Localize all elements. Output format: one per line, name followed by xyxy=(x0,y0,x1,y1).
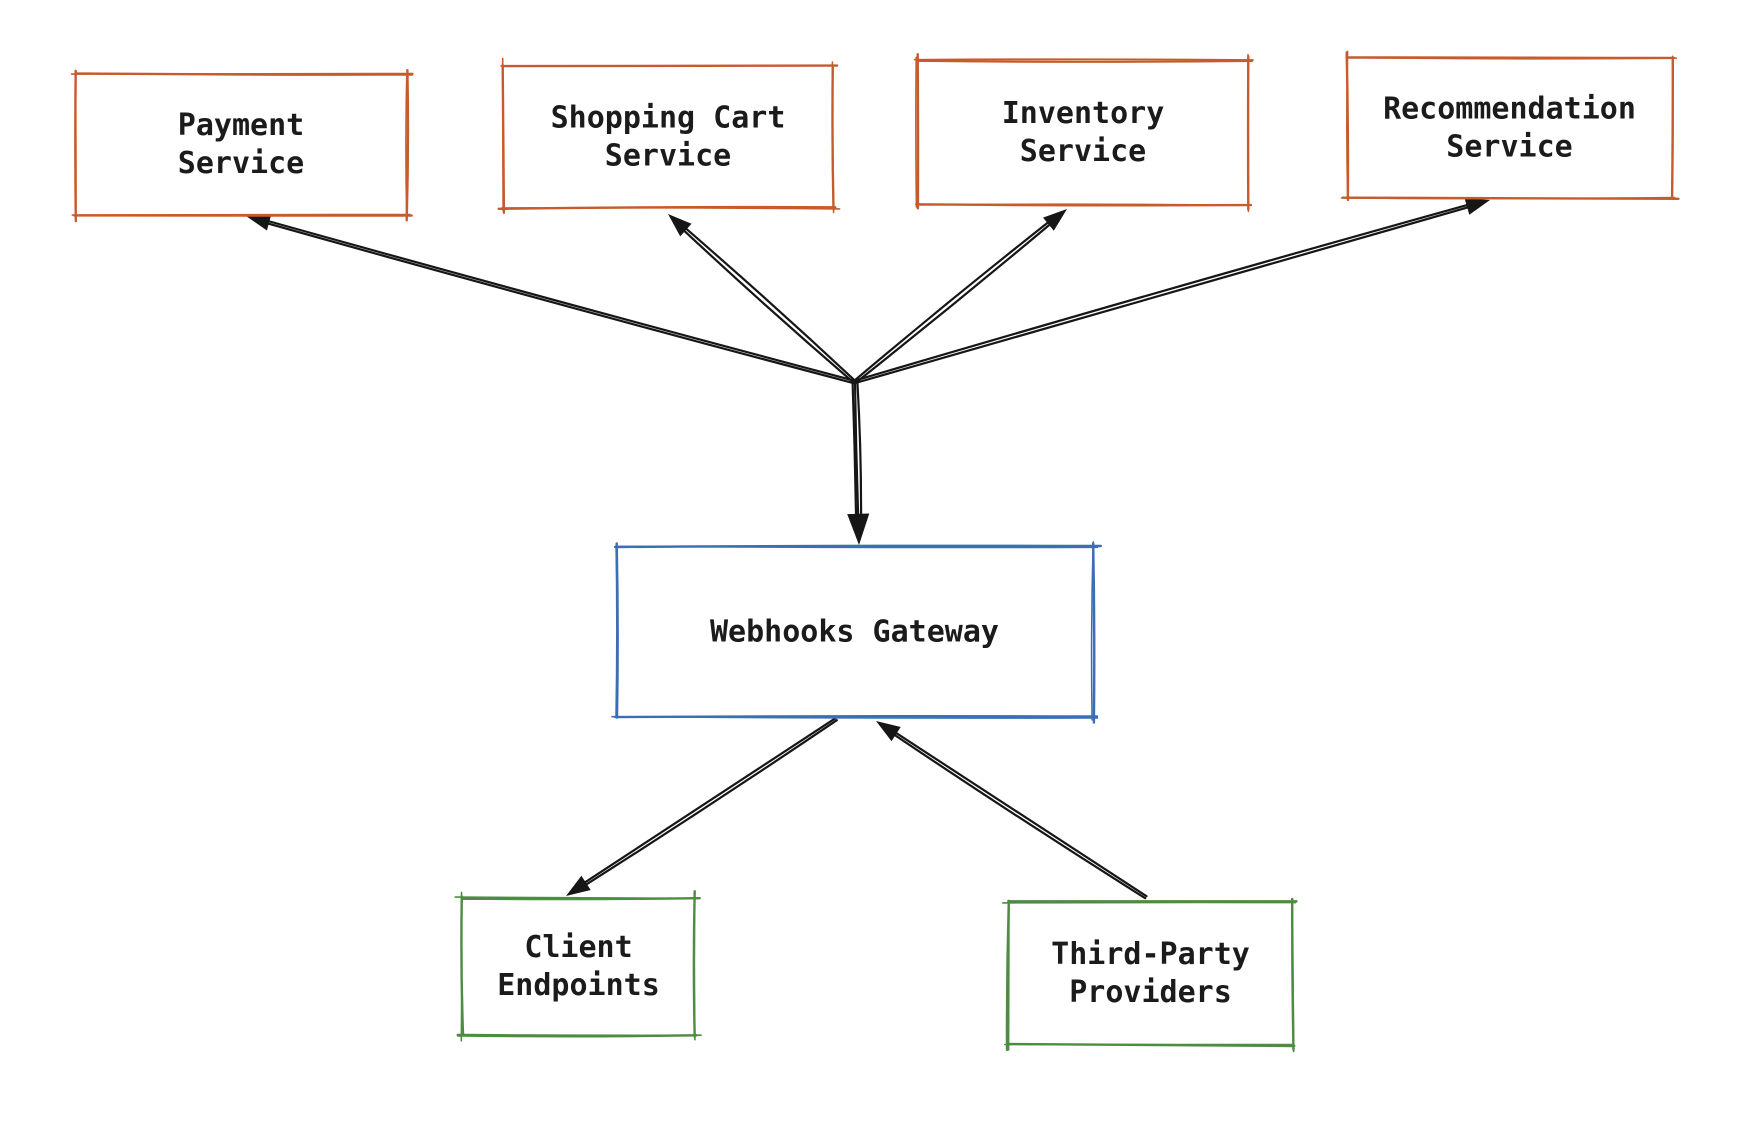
arrowhead-icon xyxy=(1043,209,1067,231)
arrowhead-icon xyxy=(566,875,591,896)
node-border xyxy=(913,53,1254,213)
edge-stroke xyxy=(575,717,837,889)
edge-hub-into-gateway xyxy=(847,380,870,545)
node-third-party-providers-label: Third-Party xyxy=(1051,937,1250,972)
node-fill xyxy=(77,76,405,213)
edge-stroke xyxy=(853,380,860,529)
node-border xyxy=(454,890,702,1042)
arrowhead-icon xyxy=(876,721,901,742)
node-border xyxy=(613,542,1102,724)
node-webhooks-gateway: Webhooks Gateway xyxy=(611,541,1102,724)
node-inventory-service-label: Service xyxy=(1020,134,1146,169)
node-payment-service-label: Service xyxy=(178,146,304,181)
edge-stroke xyxy=(677,221,857,383)
arrowhead-icon xyxy=(246,214,272,231)
node-recommendation-service-label: Recommendation xyxy=(1383,92,1636,127)
edge-stroke xyxy=(851,381,858,529)
node-inventory-service-label: Inventory xyxy=(1002,96,1165,131)
node-client-endpoints-label: Client xyxy=(524,930,632,965)
arrowhead-icon xyxy=(668,214,692,237)
node-payment-service-label: Payment xyxy=(178,108,304,143)
node-fill xyxy=(1349,60,1670,196)
node-fill xyxy=(919,62,1247,203)
node-border xyxy=(500,57,841,214)
node-shopping-cart-service-label: Shopping Cart xyxy=(551,101,786,136)
node-fill xyxy=(505,68,831,206)
edge-stroke xyxy=(853,215,1057,382)
edge-stroke xyxy=(257,219,856,385)
edge-gateway-to-client-endpoints xyxy=(566,717,838,896)
edge-stroke xyxy=(576,719,838,891)
arrowhead-icon xyxy=(847,513,870,545)
edge-stroke xyxy=(854,203,1479,385)
edge-stroke xyxy=(257,217,857,383)
edge-gateway-to-inventory xyxy=(853,209,1067,384)
node-shopping-cart-service-label: Service xyxy=(605,139,731,174)
edge-stroke xyxy=(675,222,856,385)
edge-stroke xyxy=(856,380,863,529)
node-border xyxy=(1340,50,1678,200)
edge-third-party-into-gateway xyxy=(876,721,1148,900)
node-client-endpoints-label: Endpoints xyxy=(497,968,660,1003)
arrowhead-icon xyxy=(1464,198,1490,215)
node-fill xyxy=(464,900,693,1033)
edge-stroke xyxy=(886,726,1148,898)
node-fill xyxy=(618,549,1091,715)
node-border xyxy=(70,69,414,220)
edge-gateway-to-payment xyxy=(246,214,857,385)
node-recommendation-service-label: Service xyxy=(1446,130,1572,165)
edge-stroke xyxy=(853,201,1478,382)
edge-stroke xyxy=(854,217,1059,384)
node-webhooks-gateway-label: Webhooks Gateway xyxy=(710,615,999,650)
edge-stroke xyxy=(885,728,1147,900)
edge-gateway-to-shopping-cart xyxy=(668,214,857,385)
node-fill xyxy=(1010,904,1291,1043)
node-third-party-providers-label: Providers xyxy=(1069,975,1232,1010)
node-border xyxy=(611,541,1099,721)
edge-gateway-to-recommendation xyxy=(853,198,1490,385)
node-border xyxy=(1001,898,1297,1053)
